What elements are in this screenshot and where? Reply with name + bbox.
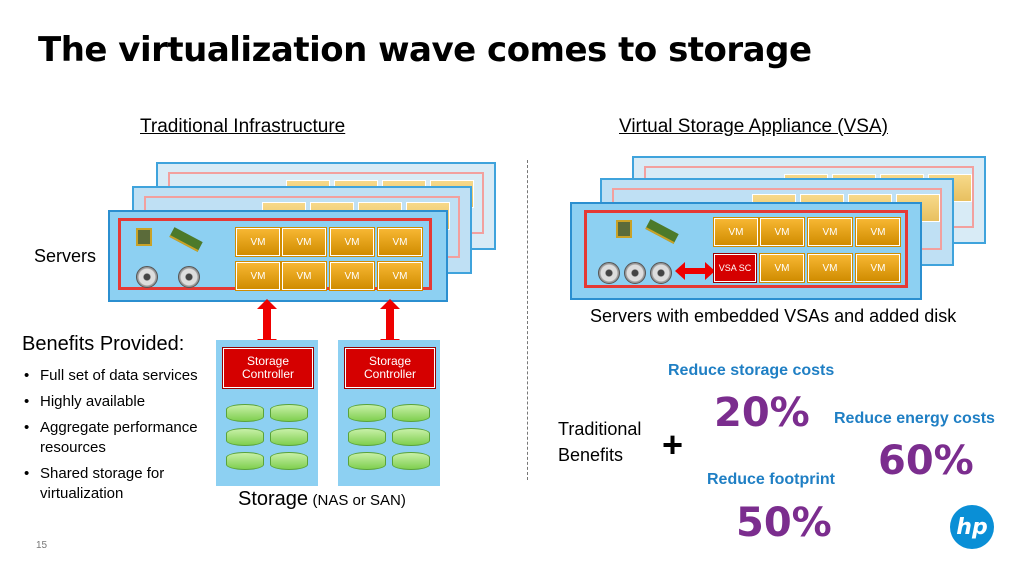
double-arrow-icon bbox=[675, 262, 715, 280]
stat-value-storage-costs: 20% bbox=[714, 390, 810, 436]
hard-disk-icon bbox=[178, 266, 200, 288]
vm-box: VM bbox=[236, 262, 280, 290]
page-number: 15 bbox=[36, 540, 48, 551]
benefit-item: Full set of data services bbox=[22, 366, 218, 386]
vsa-storage-controller: VSA SC bbox=[714, 254, 756, 282]
storage-controller: Storage Controller bbox=[223, 348, 313, 388]
storage-sub-label: (NAS or SAN) bbox=[312, 492, 406, 509]
hp-logo: hp bbox=[950, 505, 994, 549]
disk-cylinder-icon bbox=[348, 452, 386, 470]
disk-cylinder-icon bbox=[392, 428, 430, 446]
hard-disk-icon bbox=[136, 266, 158, 288]
vm-box: VM bbox=[714, 218, 758, 246]
stat-label-energy-costs: Reduce energy costs bbox=[834, 410, 995, 427]
vm-box: VM bbox=[330, 262, 374, 290]
vsa-heading: Virtual Storage Appliance (VSA) bbox=[619, 116, 888, 137]
plus-sign: + bbox=[662, 424, 684, 465]
vm-box: VM bbox=[808, 254, 852, 282]
storage-array-1: Storage Controller bbox=[216, 340, 318, 486]
vm-box: VM bbox=[856, 254, 900, 282]
cpu-chip-icon bbox=[616, 220, 632, 238]
storage-controller: Storage Controller bbox=[345, 348, 435, 388]
benefits-list: Full set of data services Highly availab… bbox=[22, 366, 218, 510]
hard-disk-icon bbox=[598, 262, 620, 284]
servers-label: Servers bbox=[34, 246, 97, 266]
traditional-infrastructure-heading: Traditional Infrastructure bbox=[140, 116, 346, 137]
stat-value-footprint: 50% bbox=[736, 500, 832, 546]
cpu-chip-icon bbox=[136, 228, 152, 246]
traditional-benefits-label: Traditional Benefits bbox=[558, 419, 642, 465]
vm-box: VM bbox=[236, 228, 280, 256]
storage-label: Storage bbox=[238, 488, 309, 510]
double-arrow-icon bbox=[380, 299, 400, 349]
double-arrow-icon bbox=[257, 299, 277, 349]
hard-disk-icon bbox=[650, 262, 672, 284]
vm-box: VM bbox=[808, 218, 852, 246]
section-divider bbox=[527, 160, 528, 480]
storage-array-2: Storage Controller bbox=[338, 340, 440, 486]
benefit-item: Aggregate performance resources bbox=[22, 418, 218, 458]
vm-box: VM bbox=[760, 254, 804, 282]
stat-label-storage-costs: Reduce storage costs bbox=[668, 362, 835, 379]
benefits-title: Benefits Provided: bbox=[22, 333, 185, 355]
vm-box: VM bbox=[330, 228, 374, 256]
vm-box: VM bbox=[378, 262, 422, 290]
disk-cylinder-icon bbox=[270, 404, 308, 422]
vsa-caption: Servers with embedded VSAs and added dis… bbox=[590, 306, 957, 326]
vsa-rack-front: VM VM VM VM VSA SC VM VM VM bbox=[570, 202, 922, 300]
slide-title: The virtualization wave comes to storage bbox=[38, 30, 812, 70]
disk-cylinder-icon bbox=[348, 404, 386, 422]
disk-cylinder-icon bbox=[226, 428, 264, 446]
disk-cylinder-icon bbox=[348, 428, 386, 446]
benefit-item: Shared storage for virtualization bbox=[22, 464, 218, 504]
disk-cylinder-icon bbox=[270, 452, 308, 470]
disk-cylinder-icon bbox=[392, 452, 430, 470]
vm-box: VM bbox=[378, 228, 422, 256]
stat-value-energy-costs: 60% bbox=[878, 438, 974, 484]
stat-label-footprint: Reduce footprint bbox=[707, 471, 835, 488]
disk-cylinder-icon bbox=[392, 404, 430, 422]
hard-disk-icon bbox=[624, 262, 646, 284]
disk-cylinder-icon bbox=[226, 404, 264, 422]
vm-box: VM bbox=[856, 218, 900, 246]
benefit-item: Highly available bbox=[22, 392, 218, 412]
server-rack-front: VM VM VM VM VM VM VM VM bbox=[108, 210, 448, 302]
vm-box: VM bbox=[760, 218, 804, 246]
vm-box: VM bbox=[282, 228, 326, 256]
vm-box: VM bbox=[282, 262, 326, 290]
disk-cylinder-icon bbox=[226, 452, 264, 470]
disk-cylinder-icon bbox=[270, 428, 308, 446]
storage-caption: Storage (NAS or SAN) bbox=[238, 488, 406, 511]
